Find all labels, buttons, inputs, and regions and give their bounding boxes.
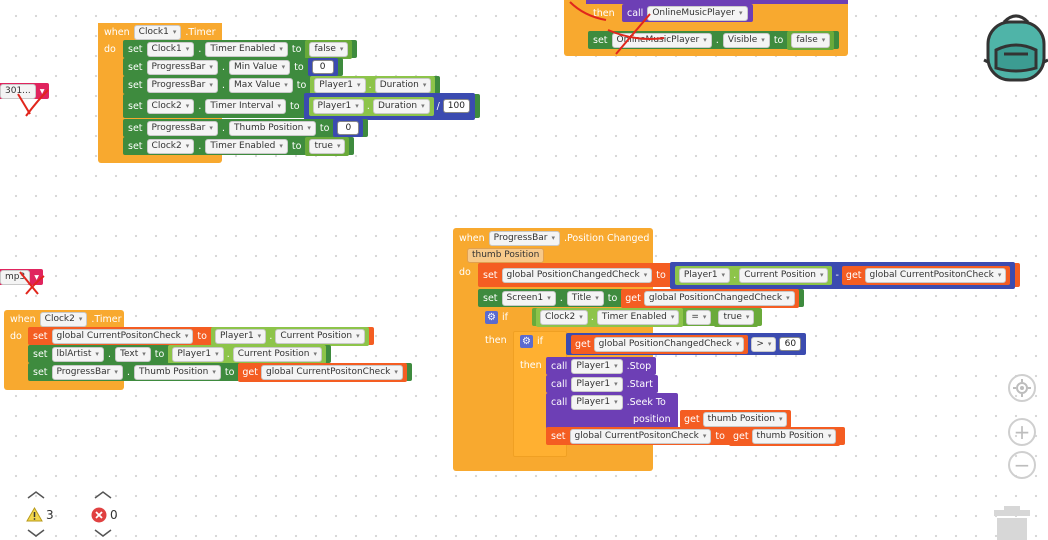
disable-mark-icon (17, 89, 49, 117)
set-lblartist-text[interactable]: set lblArtist▾ . Text▾ to Player1▾ . Cur… (28, 344, 331, 364)
then-label: then (593, 7, 615, 19)
clock2-timer-header: when Clock2▾ .Timer (10, 311, 122, 327)
warning-prev-button[interactable] (27, 491, 45, 499)
get-thumb-position[interactable]: get thumb Position▾ (680, 410, 792, 428)
set-global-position-changed-check[interactable]: set global PositionChangedCheck▾ to Play… (478, 261, 1021, 289)
set-progressbar-thumb-position[interactable]: set ProgressBar▾ . Thumb Position▾ to 0 (123, 119, 369, 137)
partial-call-top (586, 0, 848, 4)
disable-mark-icon (607, 13, 665, 55)
set-progressbar-thumb-position-2[interactable]: set ProgressBar▾ . Thumb Position▾ to ge… (28, 362, 412, 382)
set-online-music-player-visible[interactable]: set OnlineMusicPlayer▾ . Visible▾ to fal… (588, 30, 840, 50)
param-thumb-position[interactable]: thumb Position (467, 247, 545, 263)
call-player1-stop[interactable]: call Player1▾ .Stop (546, 357, 657, 375)
target-icon (1013, 379, 1031, 397)
then-row: then (588, 4, 620, 22)
gear-icon[interactable]: ⚙ (520, 334, 533, 348)
error-prev-button[interactable] (94, 491, 112, 499)
warnings-counter[interactable]: 3 (26, 507, 54, 522)
zoom-in-button[interactable]: + (1008, 418, 1036, 446)
center-workspace-button[interactable] (1008, 374, 1036, 402)
call-player1-start[interactable]: call Player1▾ .Start (546, 375, 658, 393)
number-field[interactable]: 0 (311, 60, 334, 74)
compare-clock2-timer-enabled[interactable]: Clock2▾ . Timer Enabled▾ =▾ true▾ (532, 307, 763, 327)
disable-mark-icon (569, 1, 607, 21)
if-row-outer: ⚙ if (480, 308, 513, 326)
gear-icon[interactable]: ⚙ (485, 310, 498, 324)
backpack-icon[interactable] (982, 10, 1048, 82)
error-icon (91, 507, 107, 523)
compare-position-gt-60[interactable]: get global PositionChangedCheck▾ >▾ 60 (566, 333, 807, 355)
clock1-timer-header: when Clock1▾ .Timer (104, 24, 216, 40)
disable-mark-icon (19, 271, 45, 295)
zoom-out-icon: − (1013, 453, 1031, 477)
set-clock2-timer-enabled[interactable]: set Clock2▾ . Timer Enabled▾ to true▾ (123, 136, 355, 156)
set-progressbar-max-value[interactable]: set ProgressBar▾ . Max Value▾ to Player1… (123, 75, 441, 95)
set-global-current-position-check-2[interactable]: set global CurrentPositonCheck▾ to get t… (546, 426, 846, 446)
set-screen1-title[interactable]: set Screen1▾ . Title▾ to get global Posi… (478, 288, 804, 308)
position-changed-header: when ProgressBar▾ .Position Changed (459, 230, 650, 246)
text-block-partial[interactable]: 301... ▾ (0, 83, 49, 99)
set-clock2-timer-interval[interactable]: set Clock2▾ . Timer Interval▾ to Player1… (123, 92, 480, 120)
errors-counter[interactable]: 0 (91, 507, 118, 523)
set-clock1-timer-enabled[interactable]: set Clock1▾ . Timer Enabled▾ to false▾ (123, 39, 358, 59)
warning-icon (26, 507, 43, 522)
trash-icon[interactable] (992, 506, 1032, 540)
set-global-current-position-check[interactable]: set global CurrentPositonCheck▾ to Playe… (28, 326, 374, 346)
text-block-partial[interactable]: mp3 ▾ (0, 269, 43, 285)
set-progressbar-min-value[interactable]: set ProgressBar▾ . Min Value▾ to 0 (123, 58, 343, 76)
warning-next-button[interactable] (27, 529, 45, 537)
zoom-in-icon: + (1013, 420, 1031, 444)
if-row-inner: ⚙ if (515, 332, 548, 350)
error-next-button[interactable] (94, 529, 112, 537)
zoom-out-button[interactable]: − (1008, 451, 1036, 479)
call-online-music-player[interactable]: call OnlineMusicPlayer▾ (622, 4, 753, 22)
